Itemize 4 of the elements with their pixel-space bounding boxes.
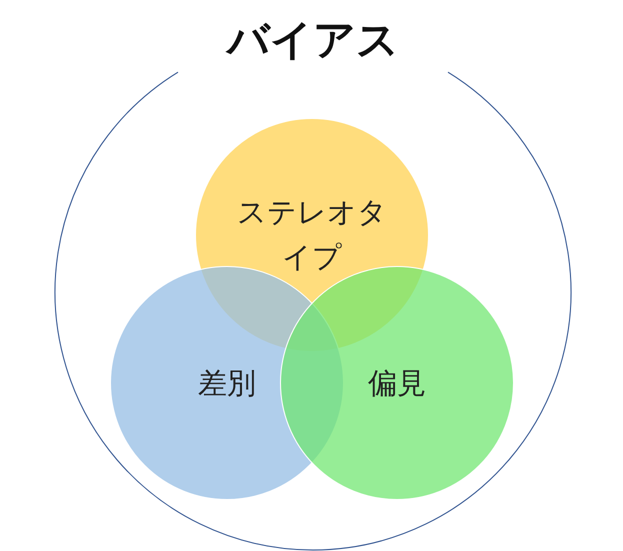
circle-label: ステレオタイプ — [236, 194, 388, 276]
outer-circle-label: バイアス — [224, 14, 400, 66]
circle-label: 偏見 — [368, 364, 426, 402]
circle-label: 差別 — [198, 364, 256, 402]
